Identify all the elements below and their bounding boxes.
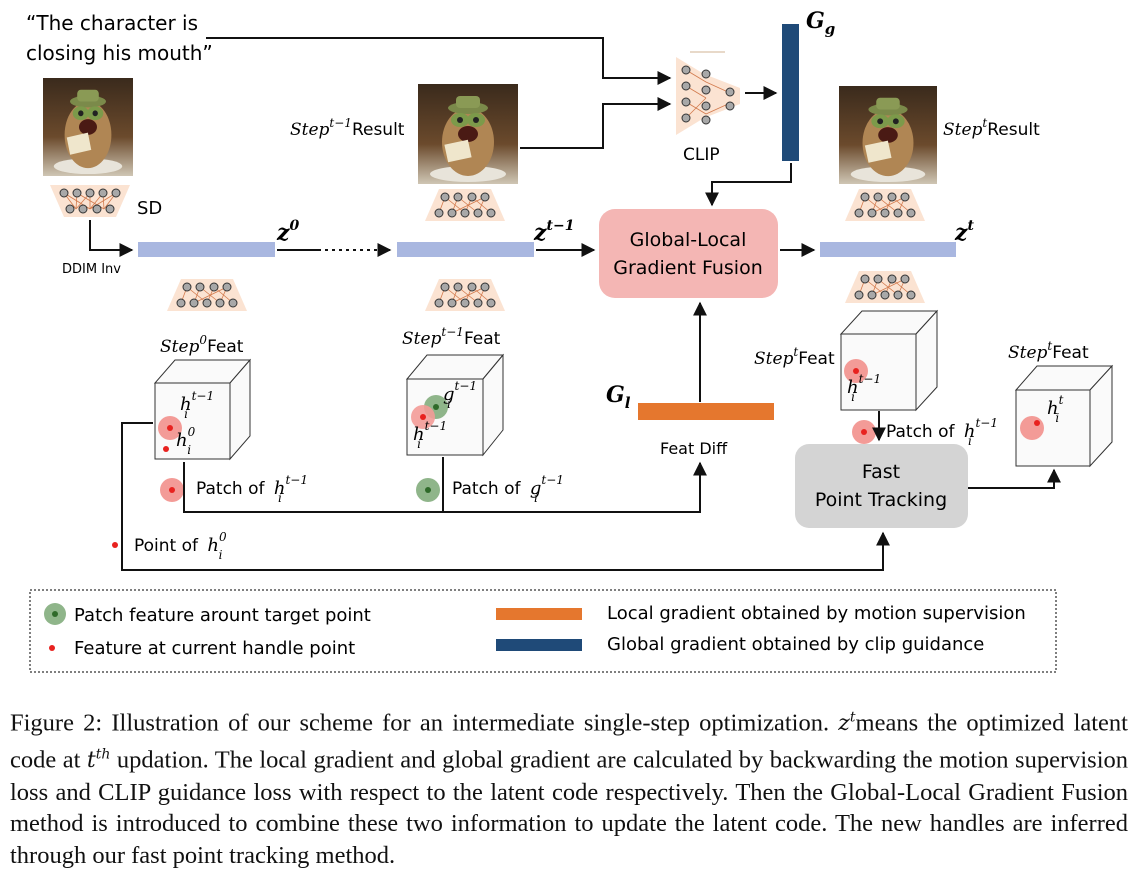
connectors: [89, 37, 1061, 571]
tracking-line-1: Fast: [862, 461, 900, 483]
decoder-icon-2: [844, 188, 926, 222]
figure-caption: Figure 2: Illustration of our scheme for…: [10, 709, 1128, 869]
fusion-line-2: Gradient Fusion: [613, 257, 763, 279]
legend-blue-text: Global gradient obtained by clip guidanc…: [607, 634, 984, 655]
latent-bar-zt1: [397, 242, 534, 257]
handle-point: [853, 368, 859, 374]
step-prev-result-label: Stept−1Result: [290, 116, 405, 140]
z0-label: z0: [276, 218, 300, 246]
legend-orange-text: Local gradient obtained by motion superv…: [607, 603, 1026, 624]
step-result-image: [839, 86, 937, 184]
handle-point: [112, 542, 118, 548]
feat-diff-label: Feat Diff: [660, 439, 728, 458]
feature-cube-step0: [153, 358, 252, 461]
target-point: [433, 404, 439, 410]
legend-green-patch-text: Patch feature arount target point: [74, 605, 371, 626]
fusion-line-1: Global-Local: [630, 229, 747, 251]
steptm1-feat-label: Stept−1Feat: [402, 325, 501, 349]
legend-blue-bar: [496, 639, 582, 651]
global-gradient-bar: [782, 24, 799, 161]
sd-encoder-icon: [49, 184, 131, 218]
unet-icon-1: [166, 278, 248, 312]
legend-red-point-text: Feature at current handle point: [74, 638, 355, 659]
zt-label: zt: [954, 218, 975, 246]
patch-marker: [1020, 416, 1044, 440]
handle-point: [420, 414, 426, 420]
legend-green-dot: [52, 611, 58, 617]
legend-box: [29, 589, 1057, 673]
clip-network-icon: [676, 51, 740, 135]
latent-bar-z0: [138, 242, 275, 257]
latent-bar-zt: [820, 242, 956, 257]
step-result-label: SteptResult: [943, 116, 1040, 140]
sd-label: SD: [137, 198, 162, 219]
zt1-label: zt−1: [533, 218, 574, 246]
prompt-line-1: “The character is: [26, 11, 198, 35]
method-diagram: “The character is closing his mouth” SD …: [26, 8, 1114, 673]
clip-label: CLIP: [683, 145, 720, 165]
g-local-label: Gl: [606, 382, 631, 412]
feature-cube-stept-2: [1014, 364, 1114, 468]
unet-icon-2: [424, 278, 506, 312]
handle-point: [1034, 420, 1040, 426]
ddim-inv-label: DDIM Inv: [62, 262, 121, 277]
handle-point: [163, 446, 169, 452]
local-gradient-bar: [638, 403, 774, 420]
step-prev-result-image: [418, 84, 518, 184]
legend-orange-bar: [496, 608, 582, 620]
legend-red-point-icon: [49, 645, 55, 651]
global-local-fusion-box: [599, 209, 778, 298]
decoder-icon-1: [424, 188, 506, 222]
handle-point: [861, 429, 867, 435]
unet-icon-3: [844, 270, 926, 304]
tracking-line-2: Point Tracking: [815, 489, 947, 511]
prompt-line-2: closing his mouth”: [26, 41, 213, 65]
target-point: [425, 487, 431, 493]
step0-feat-label: Step0Feat: [160, 333, 244, 357]
stept-feat-label: SteptFeat: [754, 345, 835, 369]
g-global-label: Gg: [806, 8, 835, 38]
stept-feat2-label: SteptFeat: [1008, 339, 1089, 363]
handle-point: [167, 425, 173, 431]
input-image: [43, 78, 133, 176]
handle-point: [169, 487, 175, 493]
feature-cube-stept: [839, 309, 939, 412]
fast-point-tracking-box: [795, 444, 968, 528]
